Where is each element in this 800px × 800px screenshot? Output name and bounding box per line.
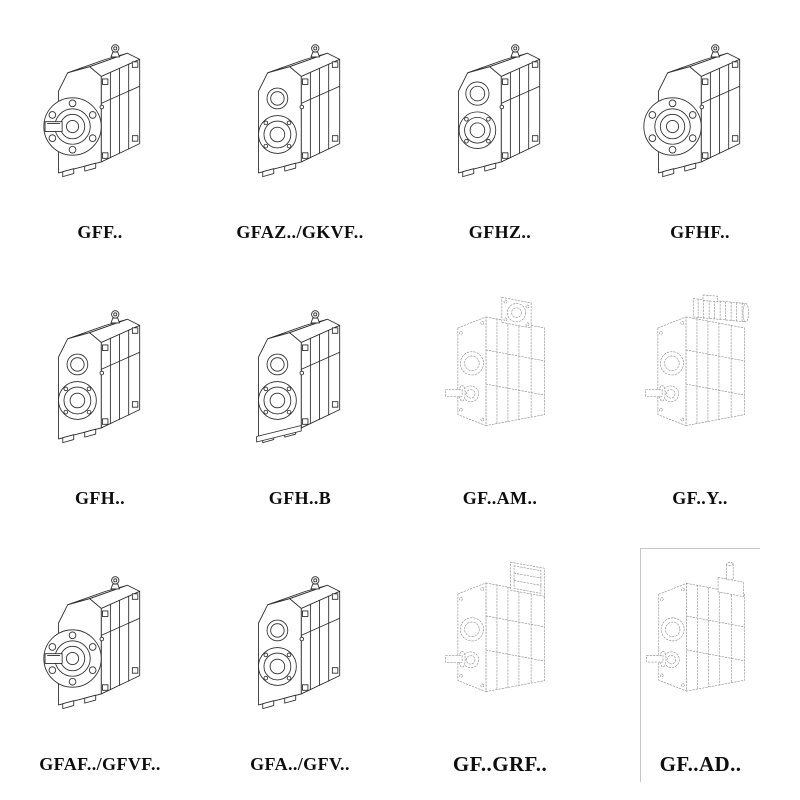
gearbox-hollow-bore-icon [242,0,358,219]
gearbox-adapter-flange-icon [442,249,558,485]
cell-gff: GFF.. [40,16,160,250]
gearbox-drawing-motor-mounted [642,249,758,485]
model-label: GF..GRF.. [452,752,548,776]
gearbox-flange-shaft-icon [42,0,158,219]
cell-gfaz-gkvf: GFAZ../GKVF.. [236,16,363,250]
model-label: GFH..B [268,488,332,508]
gearbox-drawing-hollow-bore-base [242,261,358,485]
model-label: GF..Y.. [672,488,728,508]
cell-gfhz: GFHZ.. [440,16,560,250]
gearbox-drawing-hollow-bore [42,261,158,485]
cell-gf-grf: GF..GRF.. [440,548,560,782]
model-label: GFAZ../GKVF.. [236,222,364,242]
cell-gf-ad: GF..AD.. [640,548,760,782]
gearbox-hollow-bore-icon [242,527,358,751]
cell-gf-y: GF..Y.. [640,282,760,516]
gearbox-drawing-input-shaft-adapter [643,515,758,751]
cell-gfaf-gfvf: GFAF../GFVF.. [39,548,161,782]
cell-gfhf: GFHF.. [640,16,760,250]
gearbox-drawing-flange-with-shaft [42,0,158,219]
cell-gfh-b: GFH..B [240,282,360,516]
gearbox-drawing-hollow-bore [242,527,358,751]
gearbox-drawing-hollow-bore [242,0,358,219]
model-label: GFHZ.. [468,222,532,242]
model-label: GFA../GFV.. [250,754,350,774]
gearbox-hollow-bore-base-icon [242,261,358,485]
gearbox-hollow-bore-high-icon [442,0,558,219]
gearbox-drawing-flange-with-shaft [42,527,158,751]
gearbox-hollow-bore-icon [42,261,158,485]
cell-gfa-gfv: GFA../GFV.. [240,548,360,782]
cell-gf-am: GF..AM.. [440,282,560,516]
gearbox-drawing-hollow-bore-high [442,0,558,219]
model-label: GFHF.. [670,222,730,242]
gearbox-drawing-adapter-flange [442,249,558,485]
model-label: GF..AD.. [659,752,742,776]
gearbox-flange-shaft-icon [42,527,158,751]
gearbox-flange-icon [642,0,758,219]
model-label: GFF.. [77,222,123,242]
model-label: GFAF../GFVF.. [39,754,161,774]
gearbox-drawing-flange [642,0,758,219]
gearbox-drawing-compact-drive [442,515,558,751]
gearbox-motor-mounted-icon [642,249,758,485]
cell-gfh: GFH.. [40,282,160,516]
model-label: GF..AM.. [462,488,538,508]
gearbox-compact-drive-icon [442,515,558,751]
model-label: GFH.. [75,488,125,508]
gearbox-input-shaft-adapter-icon [643,515,758,751]
